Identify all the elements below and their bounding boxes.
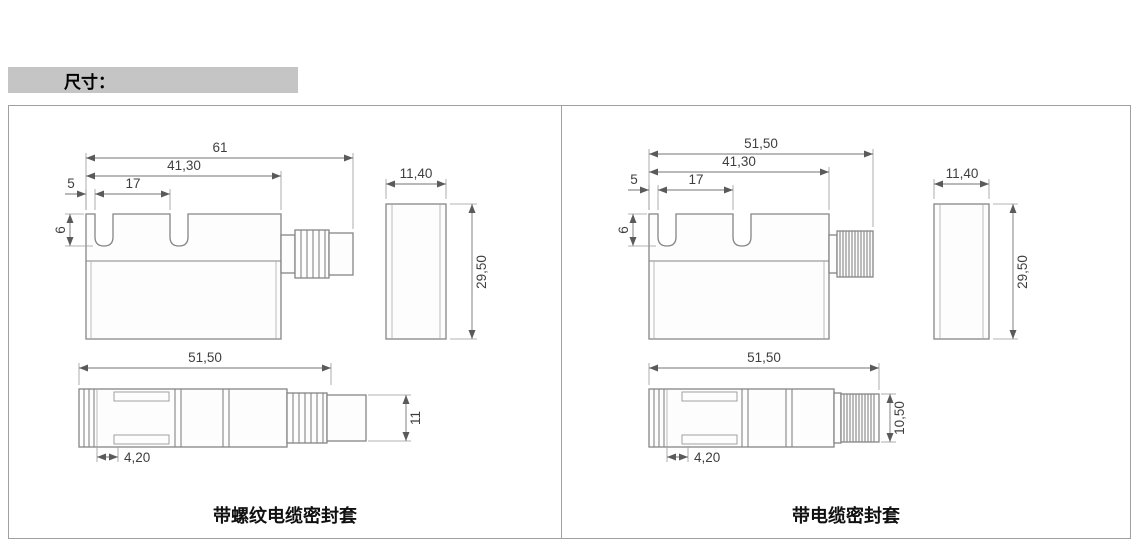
dim-notch-depth: 6 — [616, 226, 631, 234]
dim-cap-width: 11,40 — [946, 166, 979, 181]
dimensions: 61 41,30 17 5 — [53, 140, 489, 465]
thread-lines — [300, 230, 326, 278]
side-view-cap — [385, 203, 447, 340]
divider-lines — [174, 389, 230, 447]
dim-bottom-offset: 4,20 — [124, 450, 150, 465]
panel-threaded-sleeve: 61 41,30 17 5 — [9, 106, 562, 538]
dim-overall-length: 61 — [212, 140, 227, 155]
caption-cable-sleeve: 带电缆密封套 — [792, 506, 900, 526]
dim-body-length: 41,30 — [167, 158, 201, 173]
section-header-label: 尺寸： — [64, 72, 115, 92]
side-view-threaded-stub — [280, 229, 354, 279]
side-view-body — [85, 213, 282, 340]
dim-bottom-length: 51,50 — [747, 350, 781, 365]
side-view-body — [648, 213, 830, 340]
dim-bottom-offset: 4,20 — [694, 450, 720, 465]
knurl-lines — [839, 231, 871, 277]
top-view — [78, 388, 367, 448]
rib-lines — [83, 389, 98, 447]
top-view — [648, 388, 880, 448]
dim-cap-height: 29,50 — [474, 255, 489, 289]
dim-tab-width: 5 — [67, 176, 75, 191]
dim-tab-width: 5 — [630, 172, 638, 187]
caption-threaded-sleeve: 带螺纹电缆密封套 — [213, 506, 357, 526]
dim-notch-pitch: 17 — [688, 172, 703, 187]
rib-lines — [653, 389, 668, 447]
dimensions: 51,50 41,30 17 5 — [616, 136, 1030, 465]
panel-cable-sleeve: 51,50 41,30 17 5 — [562, 106, 1130, 538]
dim-cap-height: 29,50 — [1015, 255, 1030, 289]
cable-sleeve-drawing: 51,50 41,30 17 5 — [616, 136, 1030, 465]
dim-notch-pitch: 17 — [125, 176, 140, 191]
dim-bottom-length: 51,50 — [188, 350, 222, 365]
side-view-knurled-stub — [828, 230, 874, 278]
knurl-lines-top — [843, 394, 875, 442]
dim-overall-length: 51,50 — [744, 136, 778, 151]
dim-notch-depth: 6 — [53, 226, 68, 234]
side-view-cap — [933, 203, 990, 340]
dim-tip-diameter: 11 — [408, 411, 423, 425]
dim-body-length: 41,30 — [722, 154, 756, 169]
section-header: 尺寸： — [8, 67, 298, 93]
threaded-sleeve-drawing: 61 41,30 17 5 — [53, 140, 489, 465]
thread-lines-top — [292, 393, 324, 443]
dim-cap-width: 11,40 — [400, 166, 433, 181]
divider-lines — [741, 389, 793, 447]
dim-tip-diameter: 10,50 — [892, 401, 907, 435]
drawings-frame: 61 41,30 17 5 — [8, 105, 1131, 539]
